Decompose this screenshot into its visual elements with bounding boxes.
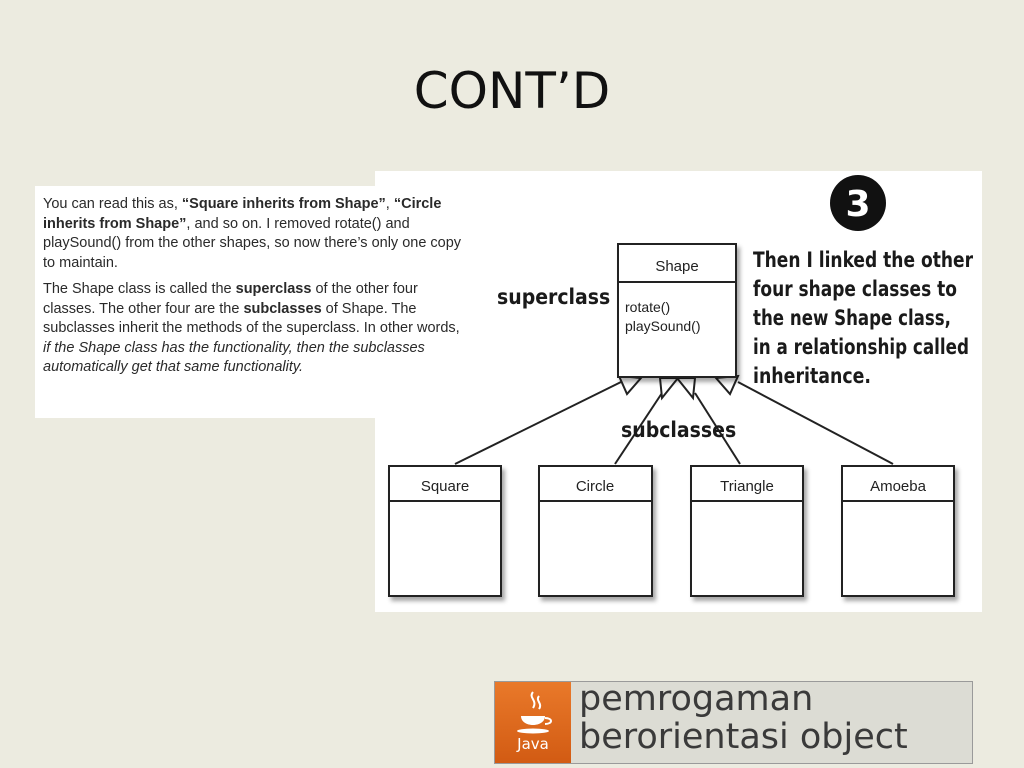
course-name-line1: pemrogaman — [579, 679, 814, 719]
arrowhead-icon — [674, 377, 697, 401]
inheritance-connectors — [454, 381, 894, 465]
arrowhead-icon — [617, 374, 644, 396]
course-name: pemrogaman berorientasi object — [579, 680, 908, 756]
paragraph-reading: You can read this as, “Square inherits f… — [43, 195, 467, 273]
course-logo: Java pemrogaman berorientasi object — [494, 680, 973, 764]
subclass-box-circle: Circle — [538, 465, 653, 597]
java-badge: Java — [495, 682, 571, 763]
subclass-box-triangle: Triangle — [690, 465, 804, 597]
subclass-box-square: Square — [388, 465, 502, 597]
java-coffee-cup-icon — [517, 691, 552, 734]
superclass-box: Shape rotate() playSound() — [617, 243, 737, 378]
slide-title: CONT’D — [413, 62, 611, 120]
note-line: Then I linked the other — [753, 248, 973, 273]
java-label: Java — [517, 735, 549, 753]
note-line: in a relationship called — [753, 335, 969, 360]
method-rotate: rotate() — [625, 299, 670, 315]
subclass-name: Square — [421, 478, 469, 495]
inheritance-diagram: 3 Shape rotate() playSound() superclass … — [388, 175, 973, 597]
explanation-note: Then I linked the other four shape class… — [753, 248, 973, 389]
text-run: if the Shape class has the functionality… — [43, 339, 425, 376]
text-run: of Shape. The subclasses inherit the met… — [43, 300, 460, 337]
note-line: four shape classes to — [753, 277, 957, 302]
note-line: inheritance. — [753, 364, 871, 389]
connector-square — [454, 381, 622, 465]
text-run: “Circle inherits from Shape” — [43, 196, 442, 232]
subclasses-label: subclasses — [621, 418, 736, 442]
text-run: You can read this as, — [43, 196, 182, 212]
step-number-badge: 3 — [830, 175, 886, 231]
arrowhead-icon — [713, 374, 740, 396]
text-run: The Shape class is called the — [43, 281, 236, 297]
diagram-panel: 3 Shape rotate() playSound() superclass … — [375, 171, 982, 612]
subclass-box-amoeba: Amoeba — [841, 465, 955, 597]
text-run: superclass — [235, 281, 312, 297]
superclass-label: superclass — [497, 285, 610, 309]
subclass-name: Circle — [576, 478, 614, 495]
arrowhead-icon — [658, 377, 681, 401]
text-run: , and so on. I removed rotate() and play… — [43, 215, 462, 271]
note-line: the new Shape class, — [753, 306, 951, 331]
subclass-name: Amoeba — [870, 478, 927, 495]
paragraph-superclass: The Shape class is called the superclass… — [43, 280, 467, 378]
method-playsound: playSound() — [625, 318, 701, 334]
connector-triangle — [694, 392, 741, 465]
connector-circle — [614, 392, 663, 465]
step-number: 3 — [845, 184, 870, 225]
text-run: subclasses — [243, 300, 322, 317]
subclass-name: Triangle — [720, 478, 774, 495]
connector-amoeba — [737, 381, 894, 465]
text-run: , — [385, 196, 394, 212]
course-name-line2: berorientasi object — [579, 717, 908, 757]
superclass-name: Shape — [655, 258, 698, 275]
text-run: of the other four classes. The other fou… — [43, 281, 418, 317]
inheritance-arrowheads — [617, 374, 740, 401]
text-run: “Square inherits from Shape” — [181, 196, 386, 212]
explanation-text-panel: You can read this as, “Square inherits f… — [35, 186, 475, 418]
